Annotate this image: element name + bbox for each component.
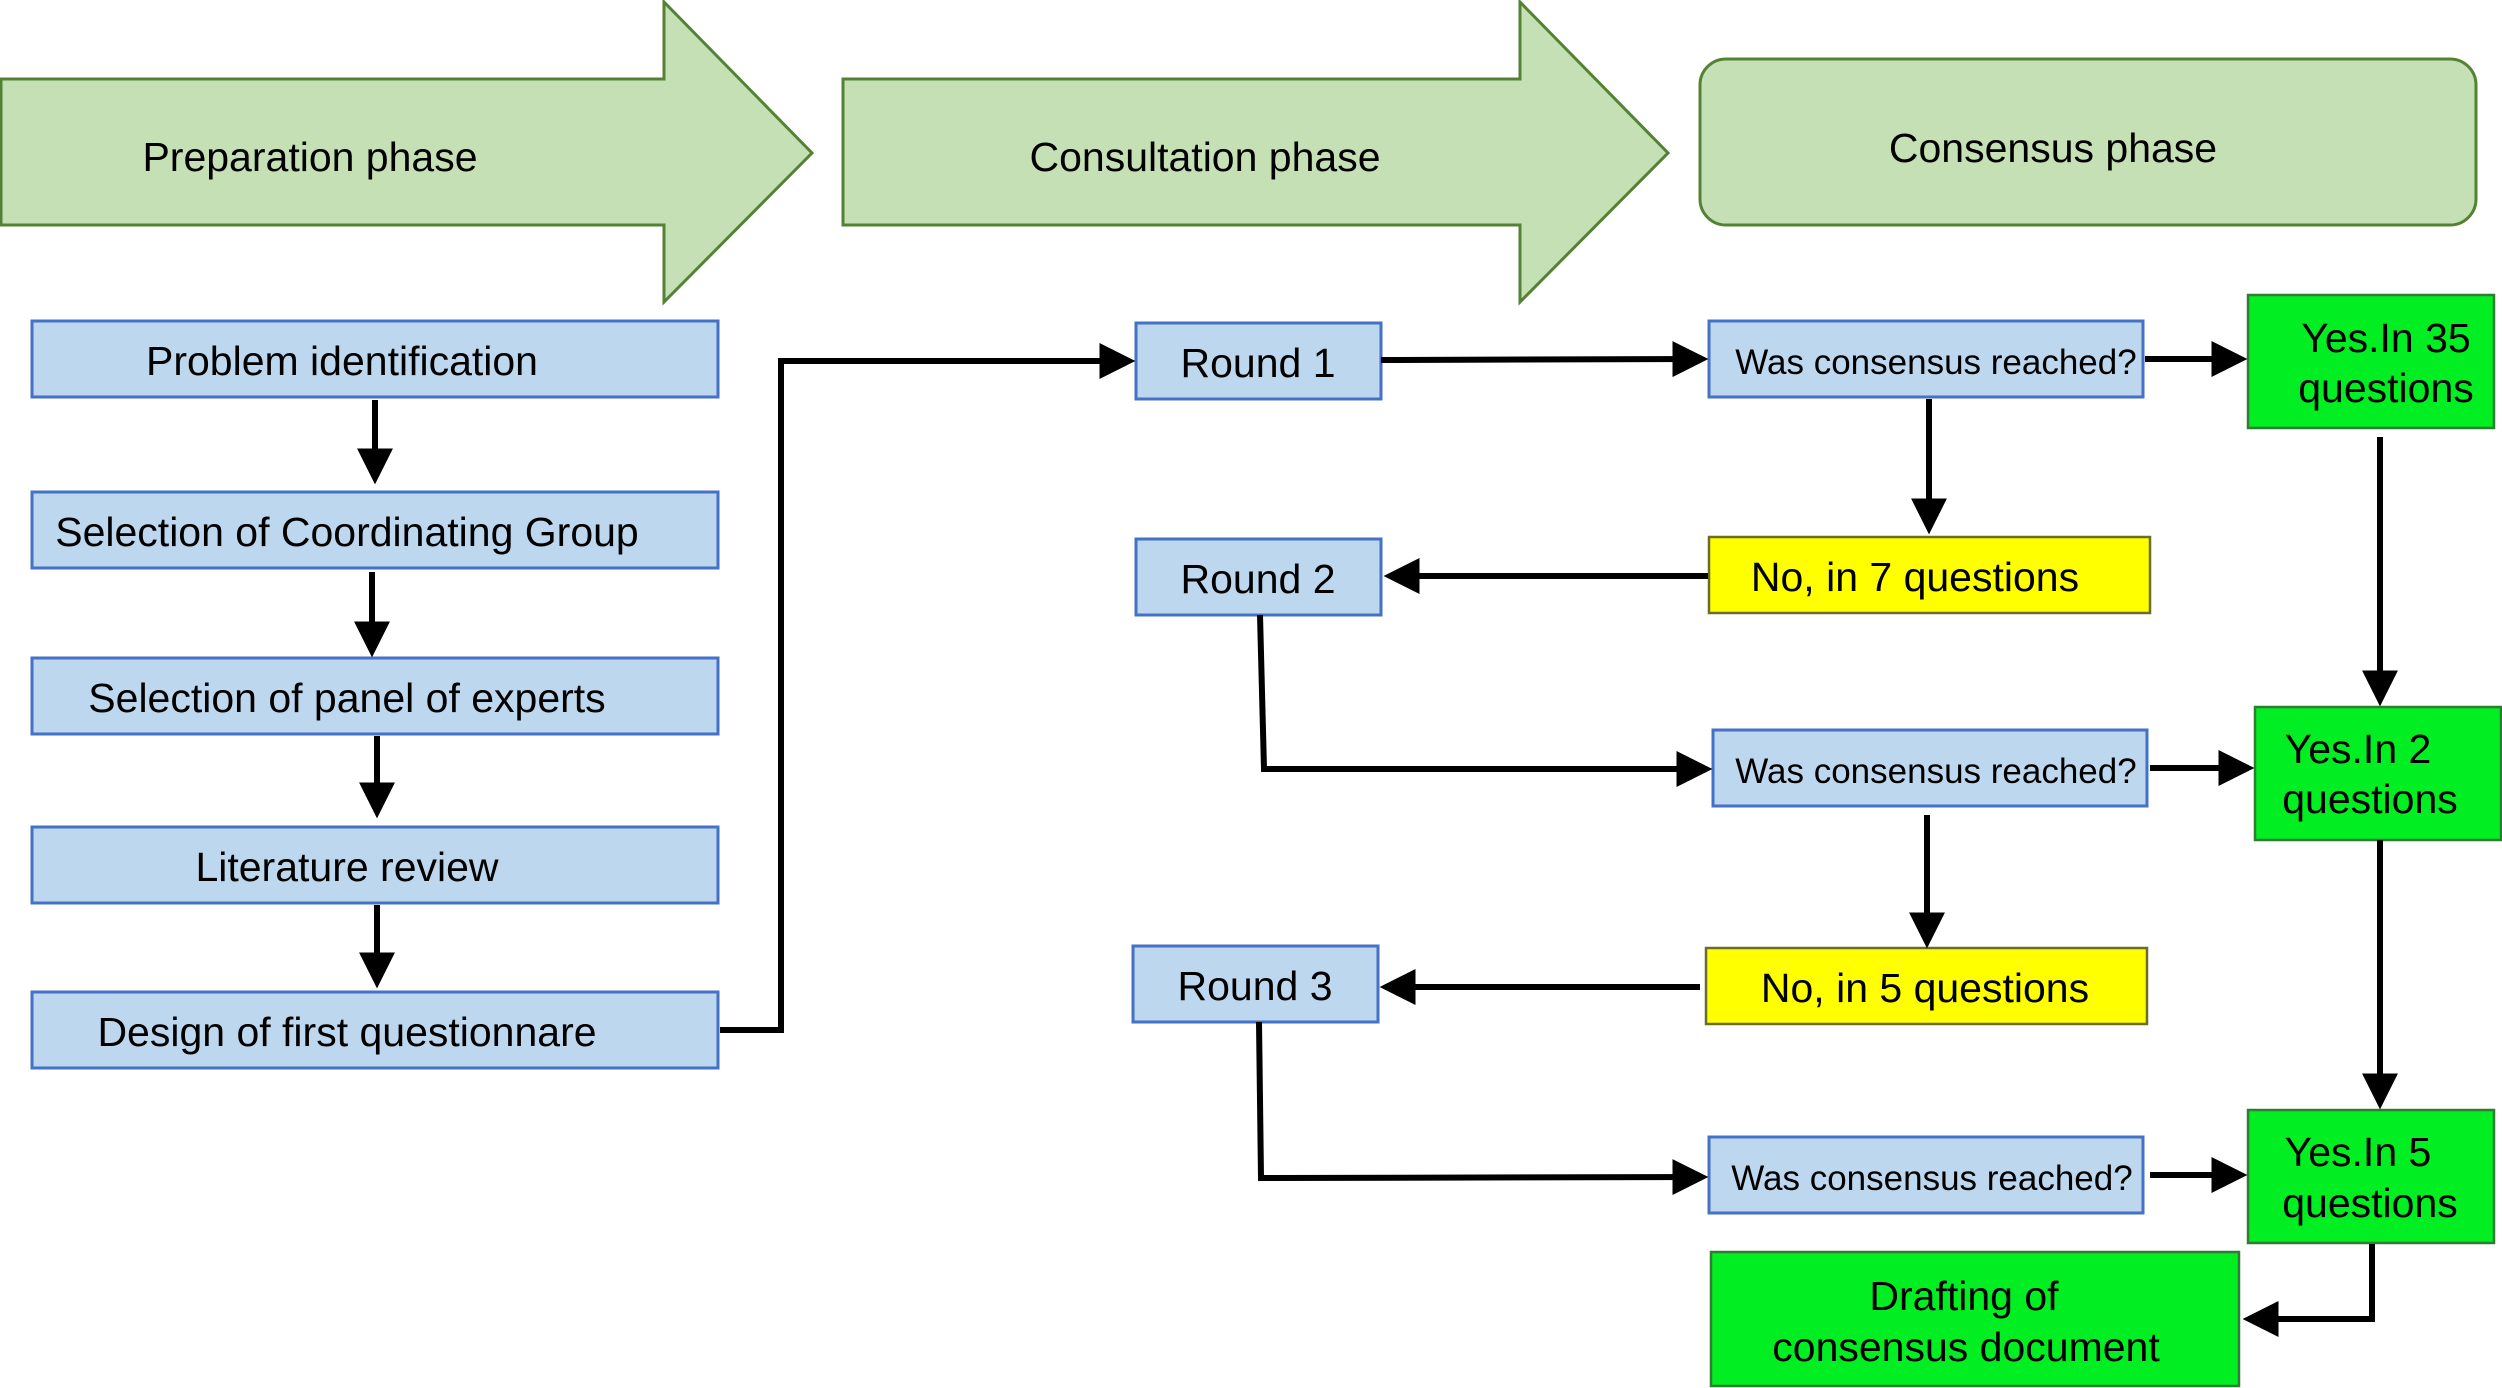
round-3-label: Round 3 <box>1177 963 1332 1009</box>
drafting-box <box>1709 1250 2241 1388</box>
phase-preparation: Preparation phase <box>0 0 815 306</box>
question-3-label: Was consensus reached? <box>1731 1159 2132 1198</box>
step-literature-review: Literature review <box>30 825 720 905</box>
yes-result-3-line-2: questions <box>2282 1180 2458 1226</box>
arrow-round-1-to-question-1 <box>1380 341 1709 378</box>
step-design-box <box>30 990 720 1070</box>
yes-result-1-line-2: questions <box>2298 365 2474 411</box>
round-2-box <box>1134 537 1383 617</box>
step-coordinating-group: Selection of Coordinating Group <box>30 490 720 570</box>
round-1-label: Round 1 <box>1180 340 1335 386</box>
step-problem-label: Problem identification <box>146 338 538 384</box>
drafting-line-1: Drafting of <box>1869 1273 2059 1319</box>
question-3: Was consensus reached? <box>1707 1135 2145 1215</box>
phase-preparation-arrow <box>0 0 815 306</box>
step-panel-of-experts: Selection of panel of experts <box>30 656 720 736</box>
question-2: Was consensus reached? <box>1711 728 2149 808</box>
question-1-label: Was consensus reached? <box>1735 343 2136 382</box>
round-1-box <box>1134 321 1383 401</box>
no-result-1: No, in 7 questions <box>1707 535 2152 615</box>
arrow-round-2-to-question-2 <box>1257 614 1713 787</box>
yes-result-3-box <box>2246 1108 2496 1245</box>
yes-result-2-box <box>2253 705 2502 842</box>
yes-result-1-box <box>2246 293 2496 430</box>
arrow-design-to-round-1 <box>720 343 1136 1033</box>
round-2-label: Round 2 <box>1180 556 1335 602</box>
yes-result-2: Yes.In 2 questions <box>2253 705 2502 842</box>
no-result-2-label: No, in 5 questions <box>1761 965 2089 1011</box>
step-coordinating-label: Selection of Coordinating Group <box>55 509 638 555</box>
drafting-consensus-document: Drafting of consensus document <box>1709 1250 2241 1388</box>
round-2: Round 2 <box>1134 537 1383 617</box>
drafting-line-2: consensus document <box>1772 1324 2160 1370</box>
arrow-round-3-to-question-3 <box>1256 1021 1709 1196</box>
step-design-label: Design of first questionnare <box>97 1009 596 1055</box>
yes-result-2-line-2: questions <box>2282 776 2458 822</box>
no-result-1-box <box>1707 535 2152 615</box>
arrow-yes-3-to-drafting <box>2242 1244 2375 1337</box>
phase-consultation-label: Consultation phase <box>1029 134 1380 180</box>
no-result-2: No, in 5 questions <box>1704 946 2149 1026</box>
step-problem-box <box>30 319 720 399</box>
phase-consensus: Consensus phase <box>1698 57 2478 227</box>
step-literature-box <box>30 825 720 905</box>
yes-result-3-line-1: Yes.In 5 <box>2285 1129 2432 1175</box>
yes-result-1: Yes.In 35 questions <box>2246 293 2496 430</box>
phase-consensus-label: Consensus phase <box>1889 125 2217 171</box>
step-panel-box <box>30 656 720 736</box>
step-design-questionnaire: Design of first questionnare <box>30 990 720 1070</box>
step-panel-label: Selection of panel of experts <box>88 675 605 721</box>
phase-preparation-label: Preparation phase <box>142 134 477 180</box>
yes-result-1-line-1: Yes.In 35 <box>2301 315 2470 361</box>
round-1: Round 1 <box>1134 321 1383 401</box>
connectors <box>354 341 2398 1337</box>
phase-consultation-arrow <box>841 0 1671 306</box>
question-2-label: Was consensus reached? <box>1735 752 2136 791</box>
step-literature-label: Literature review <box>195 844 498 890</box>
step-problem-identification: Problem identification <box>30 319 720 399</box>
yes-result-2-line-1: Yes.In 2 <box>2285 726 2432 772</box>
question-1-box <box>1707 319 2145 399</box>
question-1: Was consensus reached? <box>1707 319 2145 399</box>
phase-consensus-box <box>1698 57 2478 227</box>
yes-result-3: Yes.In 5 questions <box>2246 1108 2496 1245</box>
round-3: Round 3 <box>1131 944 1380 1024</box>
round-3-box <box>1131 944 1380 1024</box>
question-3-box <box>1707 1135 2145 1215</box>
step-coordinating-box <box>30 490 720 570</box>
no-result-1-label: No, in 7 questions <box>1751 554 2079 600</box>
phase-consultation: Consultation phase <box>841 0 1671 306</box>
no-result-2-box <box>1704 946 2149 1026</box>
question-2-box <box>1711 728 2149 808</box>
